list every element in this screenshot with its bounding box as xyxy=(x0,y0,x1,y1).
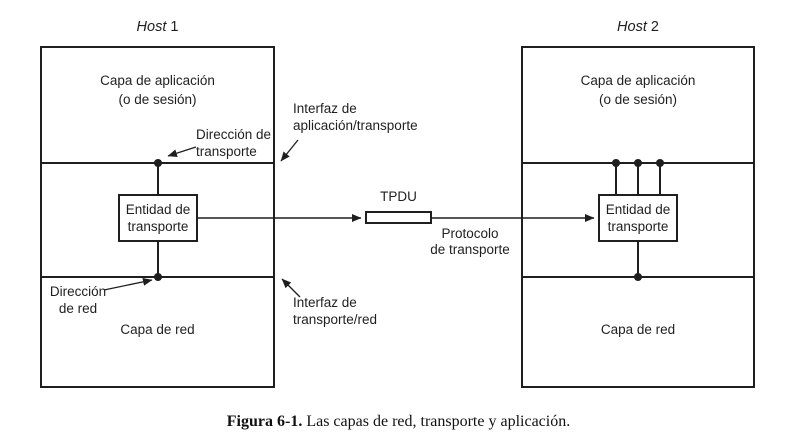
transport-address-label: Dirección de transporte xyxy=(196,127,272,159)
host2-title-name: Host xyxy=(617,19,647,35)
host2-network-address-dot xyxy=(634,273,642,281)
host1-transport-entity-box: Entidad de transporte xyxy=(118,194,198,242)
host2-entity-connector-1 xyxy=(615,163,617,194)
host1-title: Host 1 xyxy=(40,19,275,35)
host2-entity-connector-3 xyxy=(659,163,661,194)
figure-caption: Figura 6-1. Las capas de red, transporte… xyxy=(0,413,797,431)
host1-title-number: 1 xyxy=(170,19,179,35)
host1-transport-entity-label: Entidad de transporte xyxy=(125,202,191,234)
host2-network-layer-label: Capa de red xyxy=(600,322,676,337)
host2-transport-address-dot-2 xyxy=(634,159,642,167)
host2-transport-address-dot-3 xyxy=(656,159,664,167)
host2-entity-connector-2 xyxy=(637,163,639,194)
host1-network-layer-label: Capa de red xyxy=(120,322,195,337)
host2-transport-address-dot-1 xyxy=(612,159,620,167)
host2-transport-entity-label: Entidad de transporte xyxy=(605,202,671,234)
host1-entity-lower-connector xyxy=(157,242,159,277)
host1-entity-upper-connector xyxy=(157,163,159,194)
application-transport-interface-label: Interfaz de aplicación/transporte xyxy=(293,101,418,133)
host1-transport-address-dot xyxy=(154,159,162,167)
host1-title-name: Host xyxy=(136,19,167,35)
host1-network-address-dot xyxy=(154,273,162,281)
tpdu-box xyxy=(365,211,432,224)
host2-application-layer-label: Capa de aplicación (o de sesión) xyxy=(580,73,696,107)
host2-box xyxy=(521,46,755,388)
host2-transport-entity-box: Entidad de transporte xyxy=(598,194,678,242)
application-transport-interface-pointer-arrow xyxy=(280,139,299,162)
tpdu-label: TPDU xyxy=(380,189,417,204)
host1-box xyxy=(40,46,275,388)
host1-application-layer-label: Capa de aplicación (o de sesión) xyxy=(100,73,215,107)
host2-title: Host 2 xyxy=(521,19,755,35)
figure-caption-text: Las capas de red, transporte y aplicació… xyxy=(306,413,571,430)
transport-protocol-label: Protocolo de transporte xyxy=(430,226,510,257)
host2-title-number: 2 xyxy=(650,19,659,35)
host2-entity-lower-connector xyxy=(637,242,639,277)
figure-caption-label: Figura 6-1. xyxy=(226,413,303,430)
network-address-label: Dirección de red xyxy=(49,284,107,316)
transport-network-interface-label: Interfaz de transporte/red xyxy=(293,295,378,327)
